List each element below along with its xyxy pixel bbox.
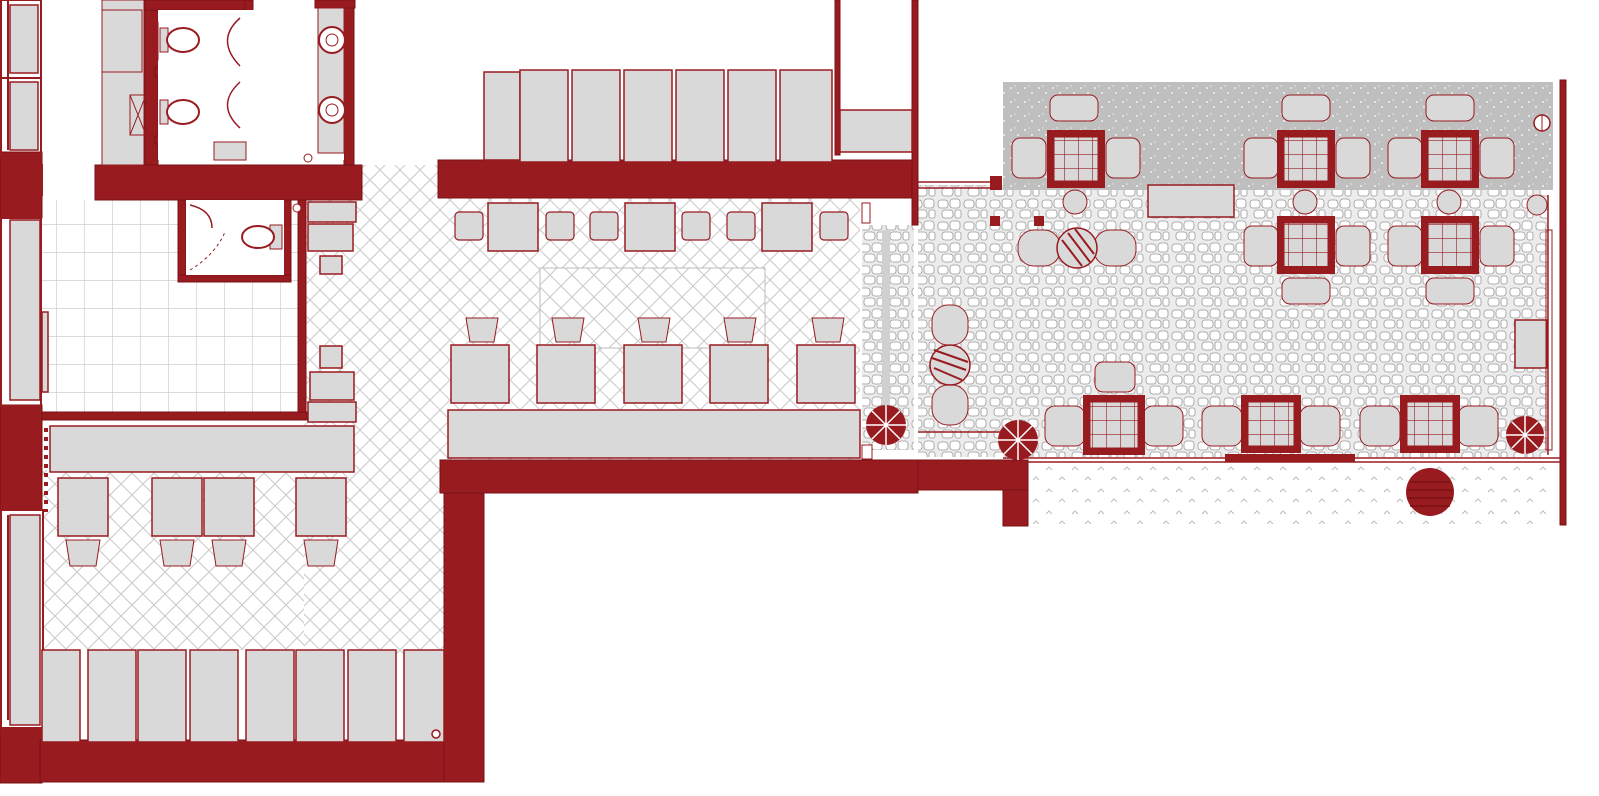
bottom-cabinets — [41, 649, 445, 743]
restrooms — [101, 0, 346, 166]
dining-table — [151, 477, 203, 567]
round-table — [1017, 227, 1137, 269]
entry-herringbone — [360, 165, 440, 199]
plant-icon — [998, 420, 1038, 460]
sidewalk — [1028, 462, 1550, 524]
banquette-table — [624, 202, 676, 252]
wall-outlines — [0, 0, 44, 729]
terrace-table — [1359, 395, 1499, 453]
door-swing — [226, 81, 241, 129]
manhole-cover — [1406, 468, 1454, 516]
threshold-divider — [882, 230, 890, 405]
plant-icon — [1506, 416, 1544, 454]
dining-table — [709, 317, 769, 404]
sink-icon — [318, 96, 346, 124]
stool — [1062, 189, 1088, 215]
dining-table — [536, 317, 596, 404]
banquette-table — [761, 202, 813, 252]
terrace-table — [1201, 395, 1341, 453]
dining-table — [57, 477, 109, 567]
banquette-table — [487, 202, 539, 252]
terrace-table — [1387, 94, 1515, 188]
chair — [819, 211, 849, 241]
stool — [1292, 189, 1318, 215]
toilet-icon — [241, 224, 283, 250]
walls — [0, 0, 1567, 784]
chair — [545, 211, 575, 241]
terrace-table — [1243, 94, 1371, 188]
chair — [589, 211, 619, 241]
stool — [1436, 189, 1462, 215]
dining-table — [796, 317, 856, 404]
small-restroom — [186, 200, 302, 275]
service-station — [1147, 184, 1235, 218]
dining-main-tables — [450, 317, 856, 404]
sink-icon — [318, 26, 346, 54]
chair — [454, 211, 484, 241]
lower-left-dining — [44, 428, 347, 567]
kitchen-counters — [41, 201, 357, 473]
dining-table — [203, 477, 255, 567]
top-wall-cabinets — [483, 69, 913, 163]
round-table — [929, 304, 971, 426]
dining-table — [623, 317, 683, 404]
toilet-icon — [159, 27, 200, 53]
banquette-row-top — [454, 202, 849, 252]
terrace-table — [1044, 361, 1184, 455]
terrace-table — [1387, 216, 1515, 305]
chair — [681, 211, 711, 241]
chair — [726, 211, 756, 241]
terrace-table — [1011, 94, 1141, 188]
door-swing — [226, 17, 241, 67]
toilet-icon — [159, 99, 200, 125]
plant-icon — [866, 405, 906, 445]
dining-table — [450, 317, 510, 404]
left-wall-panels — [9, 4, 41, 726]
terrace-table — [1243, 216, 1371, 305]
dining-table — [295, 477, 347, 567]
stool — [1526, 194, 1548, 216]
wall-light-icon — [1533, 114, 1551, 132]
long-bench — [447, 409, 861, 459]
